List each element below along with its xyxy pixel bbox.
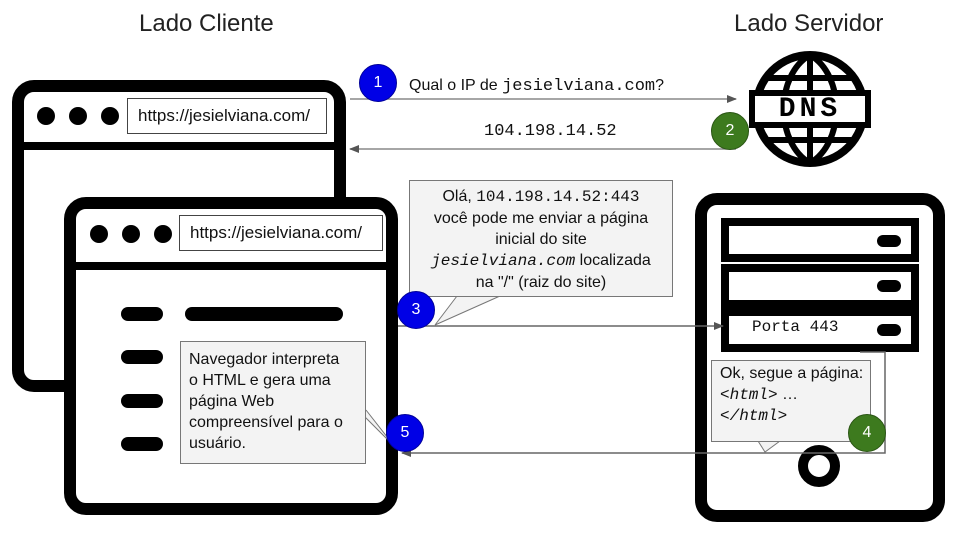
server-tower <box>695 193 945 522</box>
dns-query-domain: jesielviana.com <box>502 77 656 96</box>
response-callout-tail <box>757 440 781 453</box>
dns-query-text: Qual o IP de <box>409 77 503 94</box>
url-bar-back: https://jesielviana.com/ <box>127 98 327 134</box>
request-line-3: inicial do site <box>495 231 587 248</box>
window-dot-icon <box>101 107 119 125</box>
response-line-2: <html> … <box>720 386 799 404</box>
dns-globe-icon <box>749 51 871 167</box>
request-domain: jesielviana.com <box>431 252 576 270</box>
dns-answer-ip: 104.198.14.52 <box>484 122 617 141</box>
step-2-badge: 2 <box>711 112 749 150</box>
request-line-1: Olá, 104.198.14.52:443 <box>442 188 640 206</box>
request-line-4: jesielviana.com localizada <box>431 252 651 270</box>
window-dot-icon <box>37 107 55 125</box>
response-callout: Ok, segue a página: <html> … </html> <box>711 360 871 442</box>
arrow-http-response <box>401 351 886 457</box>
dns-query-label: Qual o IP de jesielviana.com? <box>409 77 664 96</box>
request-address: 104.198.14.52:443 <box>476 188 640 206</box>
request-callout-tail <box>434 295 501 326</box>
response-line-1: Ok, segue a página: <box>720 365 864 382</box>
step-3-badge: 3 <box>397 291 435 329</box>
client-side-heading: Lado Cliente <box>139 10 274 37</box>
window-dot-icon <box>90 225 108 243</box>
dns-query-suffix: ? <box>655 77 665 94</box>
window-dot-icon <box>154 225 172 243</box>
server-side-heading: Lado Servidor <box>734 10 884 37</box>
url-bar-front: https://jesielviana.com/ <box>179 215 383 251</box>
window-dot-icon <box>69 107 87 125</box>
step-1-badge: 1 <box>359 64 397 102</box>
request-callout: Olá, 104.198.14.52:443 você pode me envi… <box>409 180 673 297</box>
request-line-2: você pode me enviar a página <box>433 210 649 227</box>
step-4-badge: 4 <box>848 414 886 452</box>
server-port-label: Porta 443 <box>752 318 839 336</box>
response-line-3: </html> <box>720 407 788 425</box>
step-5-badge: 5 <box>386 414 424 452</box>
dns-label: DNS <box>778 93 842 125</box>
window-dot-icon <box>122 225 140 243</box>
render-callout: Navegador interpreta o HTML e gera uma p… <box>180 341 366 464</box>
request-line-5: na "/" (raiz do site) <box>475 274 607 291</box>
power-button-icon <box>798 445 840 487</box>
